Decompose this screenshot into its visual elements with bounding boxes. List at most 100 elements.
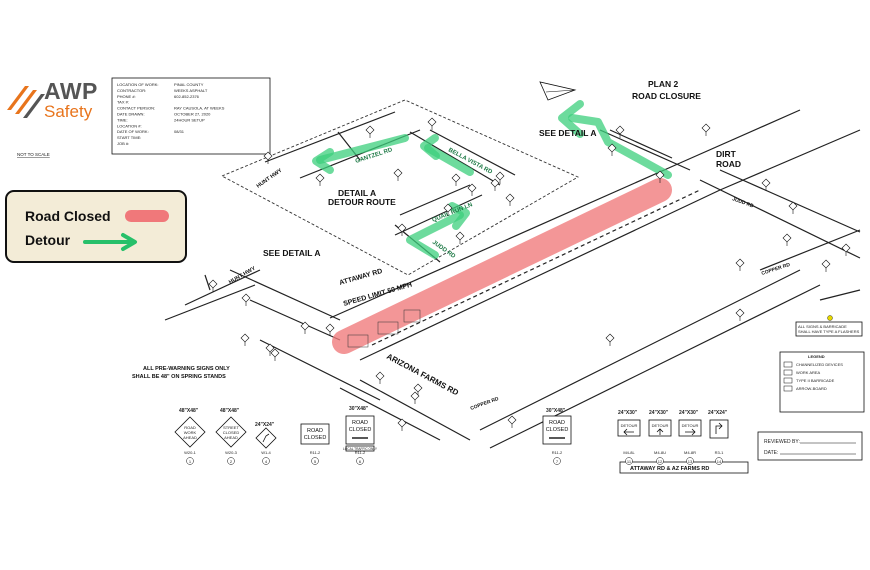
info-value: 24HOUR SETUP — [174, 117, 205, 122]
detail-a-boundary — [220, 99, 579, 276]
see-detail-left-label: SEE DETAIL A — [263, 248, 320, 258]
sign-size: 30"X48" — [349, 406, 369, 412]
brand-tagline: Safety — [44, 102, 93, 121]
svg-text:CLOSED: CLOSED — [349, 427, 372, 433]
sign-size: 24"X30" — [618, 410, 638, 416]
detail-a-subtitle: DETOUR ROUTE — [328, 197, 396, 207]
sign-post-icon — [393, 168, 403, 178]
sign-posts — [208, 117, 851, 431]
sign-code: M4-8U — [654, 450, 666, 455]
info-key: DATE OF WORK: — [117, 129, 149, 134]
sign-detail-row: 48"X48"ROADWORKAHEADW20-1148"X48"STREETC… — [174, 406, 729, 465]
date-label: DATE: — [764, 450, 778, 456]
svg-text:ROAD: ROAD — [184, 425, 196, 430]
svg-text:AHEAD: AHEAD — [224, 435, 238, 440]
info-block: LOCATION OF WORK:PINAL COUNTYCONTRACTOR:… — [111, 77, 271, 155]
info-key: START TIME: — [117, 135, 141, 140]
sign-number: 11 — [627, 459, 632, 464]
map-legend-item: WORK AREA — [796, 370, 821, 375]
scale-note: NOT TO SCALE — [17, 152, 50, 157]
sign-number: 13 — [688, 459, 693, 464]
svg-text:ROAD: ROAD — [352, 420, 368, 426]
closure-legend: Road Closed Detour — [5, 190, 187, 263]
sign-number: 14 — [717, 459, 722, 464]
svg-text:DETOUR: DETOUR — [621, 423, 638, 428]
sign-size: 30"X48" — [546, 408, 566, 414]
info-value: 08/31 — [174, 129, 185, 134]
info-key: JOB #: — [117, 141, 129, 146]
sign-post-icon — [241, 293, 251, 303]
sign-post-icon — [325, 323, 335, 333]
sign-code: M4-8L — [623, 450, 635, 455]
sign-size: 24"X30" — [649, 410, 669, 416]
info-value: WEEKS ASPHALT — [174, 88, 208, 93]
legend-detour-arrow-icon — [83, 233, 137, 251]
svg-text:SHALL HAVE TYPE A FLASHERS: SHALL HAVE TYPE A FLASHERS — [798, 329, 860, 334]
sign-number: 4 — [265, 459, 268, 464]
see-detail-top-label: SEE DETAIL A — [539, 128, 596, 138]
sign-post-icon — [507, 415, 517, 425]
sign-code: W20-1 — [184, 450, 197, 455]
info-key: LOCATION OF WORK: — [117, 82, 158, 87]
map-legend-item: TYPE II BARRICADE — [796, 378, 835, 383]
sign-post-icon — [397, 418, 407, 428]
sign-code: W20-3 — [225, 450, 238, 455]
local-traffic-plaque: LOCAL TRAFFIC ONLY — [343, 447, 378, 451]
sign-post-icon — [735, 308, 745, 318]
reviewed-by-label: REVIEWED BY: — [764, 439, 800, 445]
sign-post-icon — [495, 171, 505, 181]
sign-code: R11-2 — [552, 450, 563, 455]
legend-detour-label: Detour — [25, 232, 71, 248]
map-legend-item: CHANNELIZED DEVICES — [796, 362, 843, 367]
work-area — [347, 309, 421, 348]
svg-text:ROAD: ROAD — [549, 420, 565, 426]
svg-text:CLOSED: CLOSED — [546, 427, 569, 433]
svg-text:CLOSED: CLOSED — [223, 430, 240, 435]
dirt-road-label-line1: DIRT — [716, 149, 737, 159]
hunt-hwy-label-2: HUNT HWY — [228, 266, 257, 286]
info-value: PINAL COUNTY — [174, 82, 204, 87]
attaway-rd-label: ATTAWAY RD — [339, 268, 384, 287]
sign-size: 24"X24" — [708, 410, 728, 416]
sign-post-icon — [735, 258, 745, 268]
map-legend-title: LEGEND — [808, 354, 825, 359]
north-arrow-icon — [539, 81, 577, 101]
intersection-label-box — [619, 461, 749, 474]
intersection-label: ATTAWAY RD & AZ FARMS RD — [630, 466, 709, 472]
hunt-hwy-label-1: HUNT HWY — [256, 168, 284, 190]
sign-number: 12 — [658, 459, 663, 464]
sign-post-icon — [427, 117, 437, 127]
map-legend-symbol — [783, 369, 793, 376]
map-legend-item: ARROW-BOARD — [796, 386, 827, 391]
sign-post-icon — [375, 371, 385, 381]
info-key: TAX #: — [117, 100, 129, 105]
legend-road-closed-swatch — [125, 210, 169, 222]
map-legend: LEGEND CHANNELIZED DEVICES WORK AREA TYPE … — [779, 351, 865, 413]
sign-code: R11-2 — [355, 450, 366, 455]
sign-detail-11: 24"X30" DETOUR M4-8L 11 — [617, 410, 641, 465]
svg-text:STREET: STREET — [223, 425, 239, 430]
sign-post-icon — [701, 123, 711, 133]
sign-post-icon — [315, 173, 325, 183]
svg-text:DETOUR: DETOUR — [682, 423, 699, 428]
sign-size: 24"X24" — [255, 422, 275, 428]
info-value: RAY CAUSOLA, AT WEEKS — [174, 106, 225, 111]
sign-number: 5 — [314, 459, 317, 464]
sign-code: R11-2 — [310, 450, 321, 455]
review-box: REVIEWED BY: DATE: — [757, 431, 863, 461]
map-legend-symbol — [783, 377, 793, 384]
svg-text:ROAD: ROAD — [307, 428, 323, 434]
prewarning-note-line1: ALL PRE-WARNING SIGNS ONLY — [143, 366, 230, 372]
svg-text:ALL SIGNS & BARRICADE: ALL SIGNS & BARRICADE — [798, 324, 847, 329]
road-closed-area — [332, 178, 672, 354]
map-legend-symbol — [783, 361, 793, 368]
detail-a-title: DETAIL A — [338, 188, 376, 198]
judd-rd-label: JUDD RD — [731, 196, 754, 209]
